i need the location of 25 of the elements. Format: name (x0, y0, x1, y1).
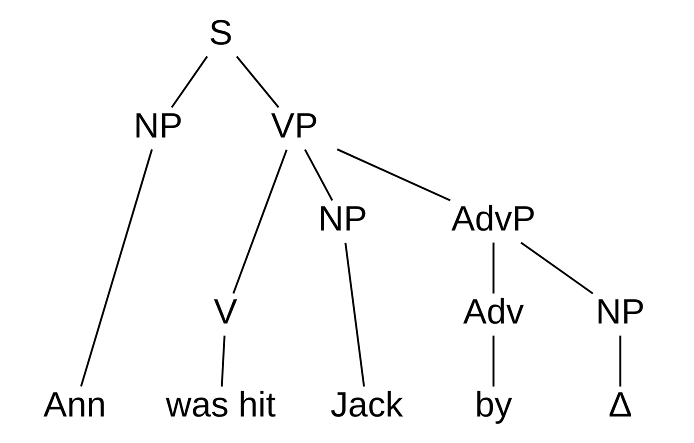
node-text: Adv (462, 292, 524, 332)
node-text: S (208, 13, 232, 52)
connector (520, 242, 593, 294)
node-text: was hit (165, 386, 276, 425)
connector (618, 336, 621, 387)
connector (304, 149, 333, 201)
connector (492, 336, 494, 387)
connector (236, 56, 279, 108)
connector (170, 56, 208, 108)
connector (344, 242, 364, 387)
connector (492, 242, 494, 294)
node-text: Δ (608, 386, 632, 425)
connector (232, 149, 288, 294)
node-text: Ann (42, 386, 106, 425)
node-text: V (213, 292, 237, 332)
connector (220, 336, 225, 387)
connector (336, 148, 450, 202)
node-text: Jack (330, 386, 403, 425)
node-text: NP (595, 292, 644, 332)
node-text: by (474, 386, 512, 425)
node-text: NP (318, 199, 367, 238)
connector (80, 149, 152, 387)
node-text: NP (133, 106, 182, 146)
node-text: VP (270, 106, 318, 146)
node-text: AdvP (450, 199, 536, 238)
